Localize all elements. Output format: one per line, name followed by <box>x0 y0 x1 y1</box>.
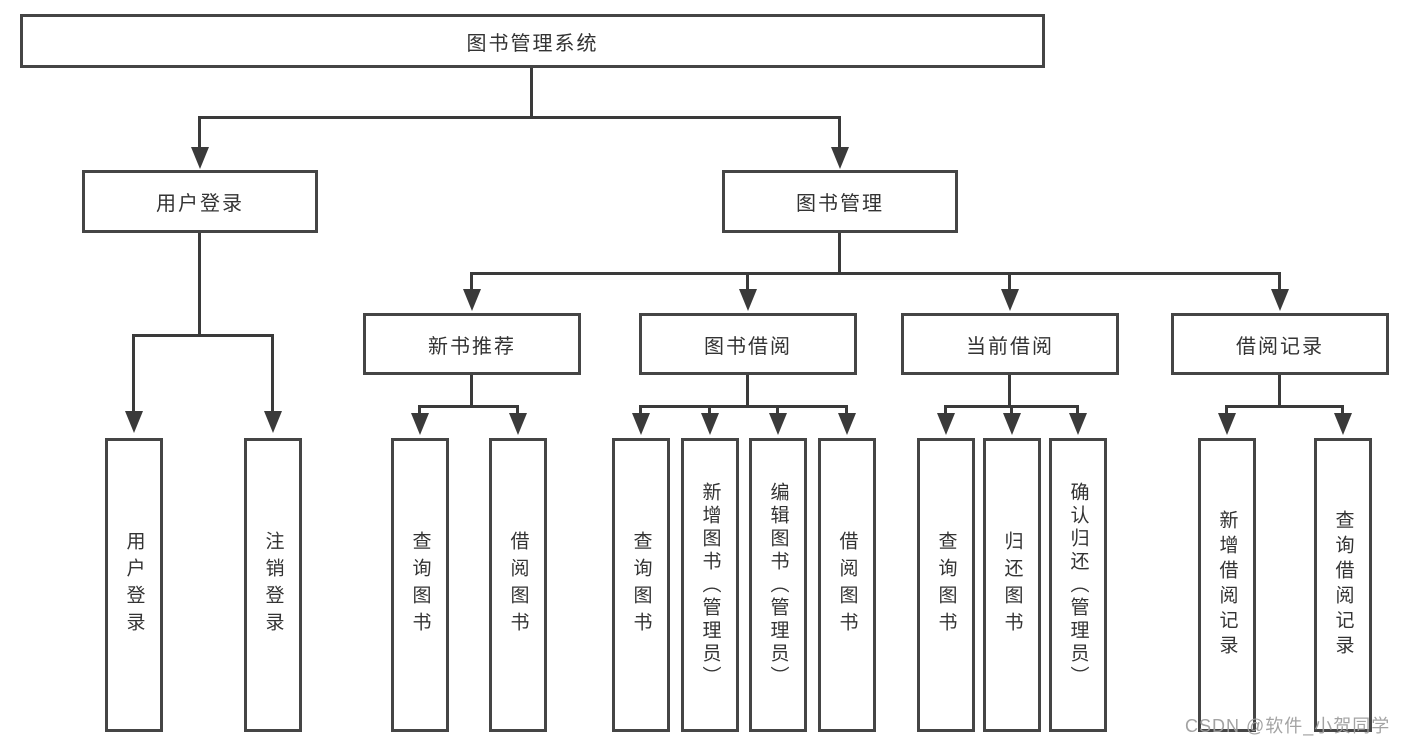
arrowhead-down-icon <box>1218 413 1236 435</box>
connector-g3-hline <box>639 405 848 408</box>
node-user-login-label: 用户登录 <box>156 193 244 215</box>
leaf-nbr-borrow-books: 借阅图书 <box>489 438 547 732</box>
connector-g3-a3 <box>776 405 779 415</box>
leaf-bb-add-books-admin-label: 新增图书（管理员） <box>699 481 721 689</box>
node-new-book-recommend: 新书推荐 <box>363 313 581 375</box>
leaf-br-add-record: 新增借阅记录 <box>1198 438 1256 732</box>
connector-book-mgmt-stem <box>838 116 841 149</box>
connector-g5-a2 <box>1341 405 1344 415</box>
arrowhead-down-icon <box>1069 413 1087 435</box>
arrowhead-down-icon <box>1001 289 1019 311</box>
connector-user-login-down <box>198 233 201 337</box>
arrowhead-down-icon <box>739 289 757 311</box>
node-user-login: 用户登录 <box>82 170 318 233</box>
csdn-watermark: CSDN @软件_小贺同学 <box>1185 716 1391 736</box>
leaf-bb-borrow-books-label: 借阅图书 <box>836 531 858 639</box>
node-borrow-records-label: 借阅记录 <box>1236 335 1324 358</box>
connector-g4-a1 <box>944 405 947 415</box>
connector-g4-a3 <box>1076 405 1079 415</box>
connector-leaf-logout-stem <box>271 334 274 413</box>
arrowhead-down-icon <box>769 413 787 435</box>
leaf-cb-query-books: 查询图书 <box>917 438 975 732</box>
leaf-logout: 注销登录 <box>244 438 302 732</box>
node-new-book-recommend-label: 新书推荐 <box>428 335 516 358</box>
connector-level1-hline <box>198 116 841 119</box>
node-current-borrowing: 当前借阅 <box>901 313 1119 375</box>
connector-g2-a1 <box>418 405 421 415</box>
leaf-br-query-record: 查询借阅记录 <box>1314 438 1372 732</box>
connector-book-borrow-stem <box>746 272 749 292</box>
arrowhead-down-icon <box>937 413 955 435</box>
leaf-cb-confirm-return-admin: 确认归还（管理员） <box>1049 438 1107 732</box>
arrowhead-down-icon <box>1271 289 1289 311</box>
leaf-bb-edit-books-admin-label: 编辑图书（管理员） <box>767 481 789 689</box>
connector-current-borrow-stem <box>1008 272 1011 292</box>
arrowhead-down-icon <box>411 413 429 435</box>
connector-new-book-stem <box>470 272 473 292</box>
arrowhead-down-icon <box>831 147 849 169</box>
arrowhead-down-icon <box>191 147 209 169</box>
connector-g4-a2 <box>1010 405 1013 415</box>
leaf-bb-edit-books-admin: 编辑图书（管理员） <box>749 438 807 732</box>
connector-g5-hline <box>1225 405 1344 408</box>
node-book-borrowing-label: 图书借阅 <box>704 335 792 358</box>
connector-user-login-stem <box>198 116 201 149</box>
node-root-label: 图书管理系统 <box>466 32 599 55</box>
connector-g3-a2 <box>708 405 711 415</box>
leaf-user-login-label: 用户登录 <box>123 531 145 639</box>
arrowhead-down-icon <box>509 413 527 435</box>
leaf-nbr-query-books-label: 查询图书 <box>409 531 431 639</box>
leaf-br-query-record-label: 查询借阅记录 <box>1332 510 1354 660</box>
connector-g5-down <box>1278 375 1281 408</box>
leaf-bb-borrow-books: 借阅图书 <box>818 438 876 732</box>
connector-level2-hline <box>470 272 1281 275</box>
arrowhead-down-icon <box>125 411 143 433</box>
node-current-borrowing-label: 当前借阅 <box>966 335 1054 358</box>
node-root: 图书管理系统 <box>20 14 1045 68</box>
connector-leaf-user-login-stem <box>132 334 135 413</box>
node-book-borrowing: 图书借阅 <box>639 313 857 375</box>
node-book-management-label: 图书管理 <box>796 193 884 215</box>
connector-g2-hline <box>418 405 519 408</box>
connector-user-login-hline <box>132 334 274 337</box>
connector-g2-a2 <box>516 405 519 415</box>
connector-g3-down <box>746 375 749 408</box>
leaf-bb-query-books: 查询图书 <box>612 438 670 732</box>
arrowhead-down-icon <box>701 413 719 435</box>
arrowhead-down-icon <box>264 411 282 433</box>
leaf-user-login: 用户登录 <box>105 438 163 732</box>
arrowhead-down-icon <box>1334 413 1352 435</box>
connector-g5-a1 <box>1225 405 1228 415</box>
leaf-nbr-query-books: 查询图书 <box>391 438 449 732</box>
leaf-logout-label: 注销登录 <box>262 531 284 639</box>
leaf-cb-query-books-label: 查询图书 <box>935 531 957 639</box>
leaf-br-add-record-label: 新增借阅记录 <box>1216 510 1238 660</box>
connector-book-mgmt-down <box>838 233 841 275</box>
connector-borrow-records-stem <box>1278 272 1281 292</box>
leaf-cb-return-books-label: 归还图书 <box>1001 531 1023 639</box>
arrowhead-down-icon <box>463 289 481 311</box>
leaf-bb-add-books-admin: 新增图书（管理员） <box>681 438 739 732</box>
connector-g2-down <box>470 375 473 408</box>
arrowhead-down-icon <box>1003 413 1021 435</box>
leaf-cb-confirm-return-admin-label: 确认归还（管理员） <box>1067 481 1089 689</box>
leaf-nbr-borrow-books-label: 借阅图书 <box>507 531 529 639</box>
node-book-management: 图书管理 <box>722 170 958 233</box>
connector-g3-a1 <box>639 405 642 415</box>
leaf-cb-return-books: 归还图书 <box>983 438 1041 732</box>
arrowhead-down-icon <box>632 413 650 435</box>
node-borrow-records: 借阅记录 <box>1171 313 1389 375</box>
connector-g4-down <box>1008 375 1011 408</box>
leaf-bb-query-books-label: 查询图书 <box>630 531 652 639</box>
connector-root-stem <box>530 68 533 117</box>
arrowhead-down-icon <box>838 413 856 435</box>
connector-g3-a4 <box>845 405 848 415</box>
